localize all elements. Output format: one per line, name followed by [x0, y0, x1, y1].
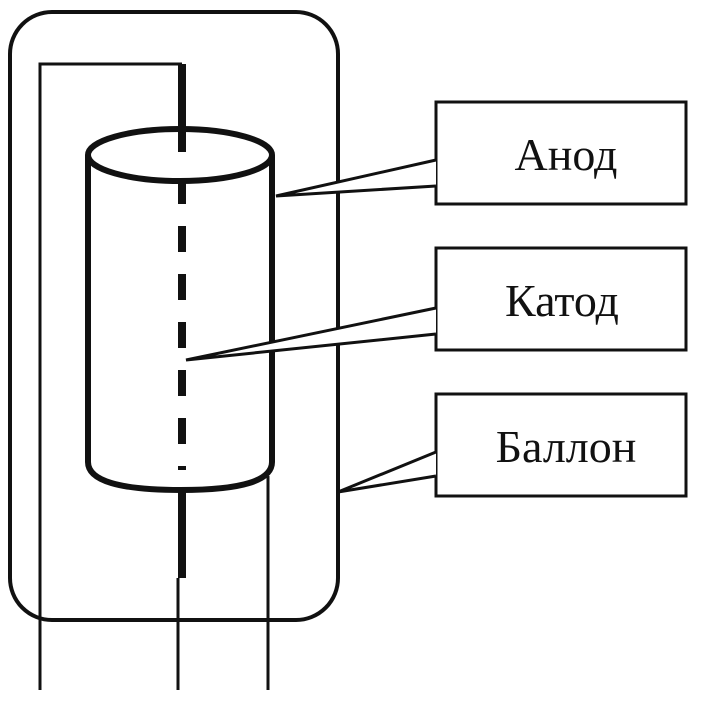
- left-lead-wire: [38, 62, 182, 690]
- bulb-outline: [8, 10, 340, 622]
- anode-callout-pointer: [275, 158, 437, 198]
- cathode-label: Катод: [505, 275, 619, 326]
- bulb-label-box: [434, 392, 688, 498]
- bulb-callout-pointer: [337, 450, 437, 494]
- cathode-label-box: [434, 246, 688, 352]
- bulb-label: Баллон: [496, 421, 637, 472]
- cathode-callout-pointer: [185, 306, 437, 362]
- anode-label-box: [434, 100, 688, 206]
- anode-label: Анод: [515, 129, 618, 180]
